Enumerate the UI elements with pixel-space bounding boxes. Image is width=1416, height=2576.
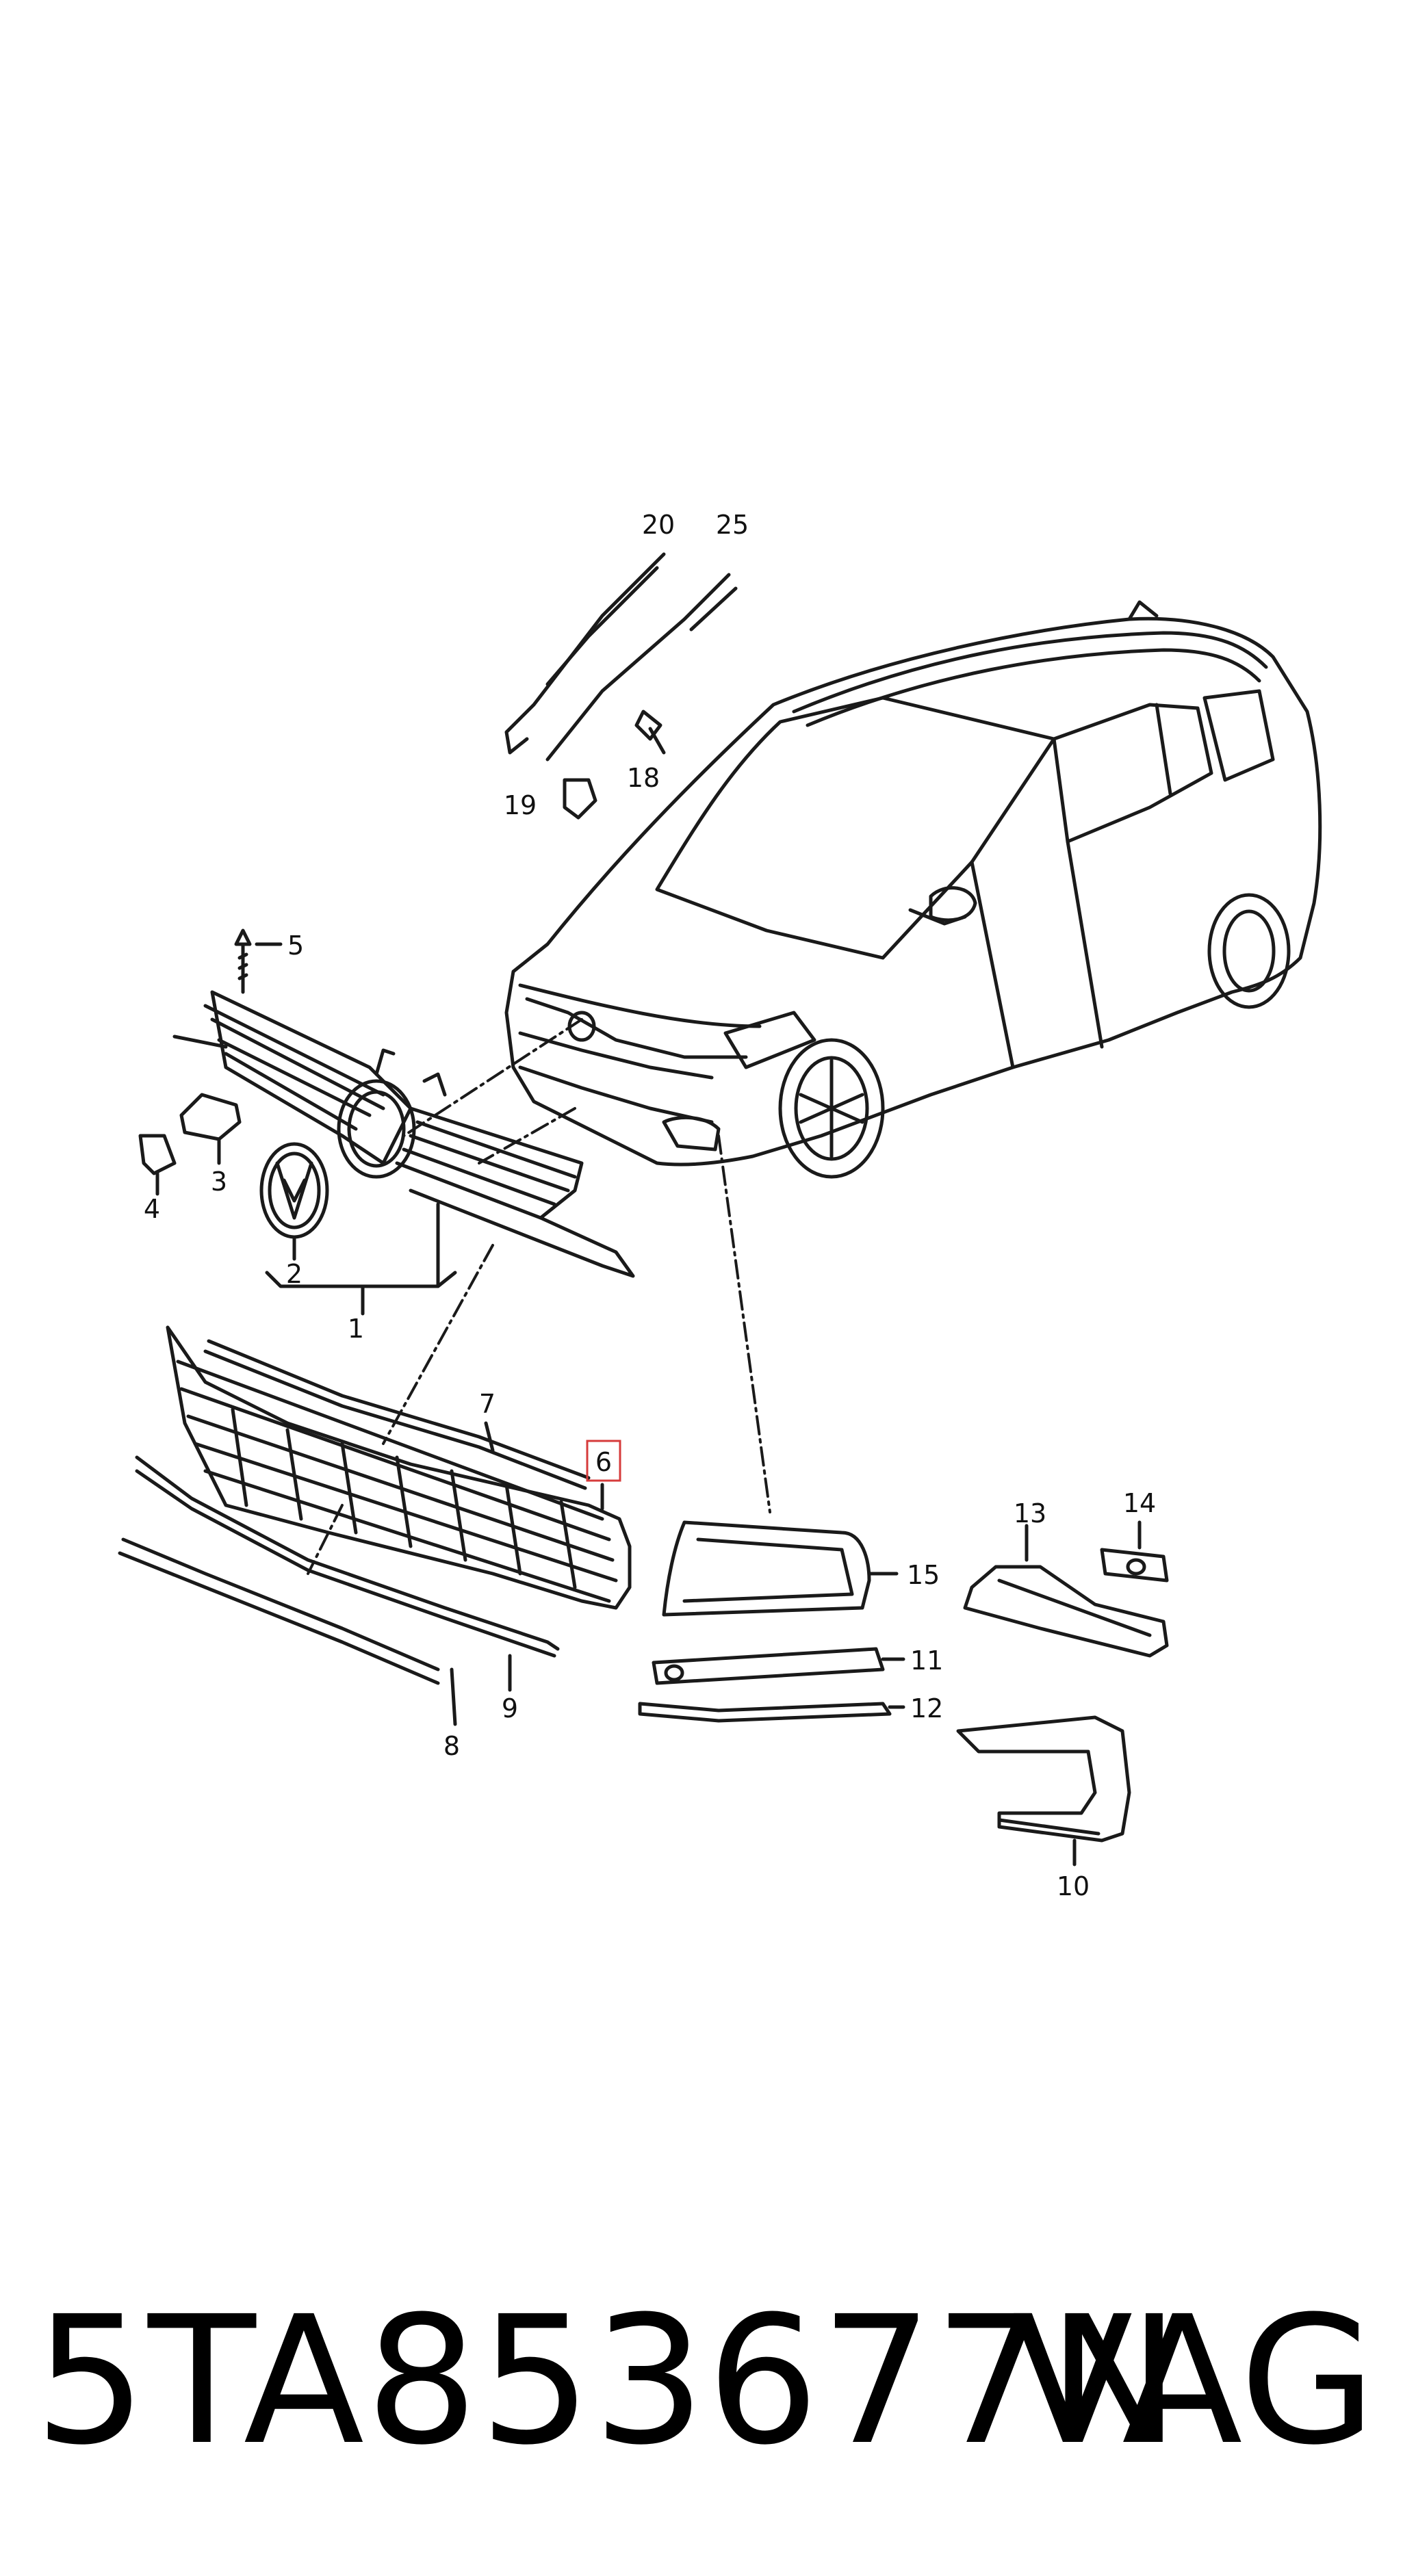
callout-2: 2 — [286, 1259, 302, 1289]
callout-6-highlight — [586, 1440, 621, 1482]
lower-grille — [118, 1325, 632, 1726]
part-number-label: 5TA853677N — [34, 2278, 1182, 2484]
callout-25: 25 — [716, 510, 749, 540]
callout-9: 9 — [502, 1693, 518, 1723]
callout-3: 3 — [211, 1167, 227, 1197]
callout-5: 5 — [287, 931, 304, 961]
callout-11: 11 — [910, 1645, 943, 1676]
callout-6: 6 — [595, 1447, 612, 1477]
callout-19: 19 — [504, 790, 537, 820]
roof-strip-parts — [504, 552, 738, 820]
brand-label: VAG — [1012, 2278, 1376, 2484]
callout-7: 7 — [479, 1389, 495, 1419]
callout-14: 14 — [1123, 1488, 1156, 1518]
side-trim-parts — [638, 1520, 1169, 1866]
leader-lines — [307, 1018, 771, 1575]
callout-18: 18 — [627, 763, 660, 793]
callout-1: 1 — [348, 1314, 364, 1344]
callout-15: 15 — [907, 1560, 940, 1590]
upper-grille — [138, 928, 635, 1316]
callout-10: 10 — [1057, 1871, 1090, 1901]
footer: 5TA853677N VAG — [0, 2278, 1416, 2484]
callout-labels: 1 2 3 4 5 6 7 8 9 10 11 12 13 14 15 18 1… — [144, 510, 1156, 1901]
callout-4: 4 — [144, 1194, 160, 1224]
callout-20: 20 — [642, 510, 675, 540]
car-illustration — [504, 600, 1322, 1179]
callout-13: 13 — [1014, 1498, 1046, 1528]
callout-8: 8 — [443, 1731, 460, 1761]
callout-12: 12 — [910, 1693, 943, 1723]
